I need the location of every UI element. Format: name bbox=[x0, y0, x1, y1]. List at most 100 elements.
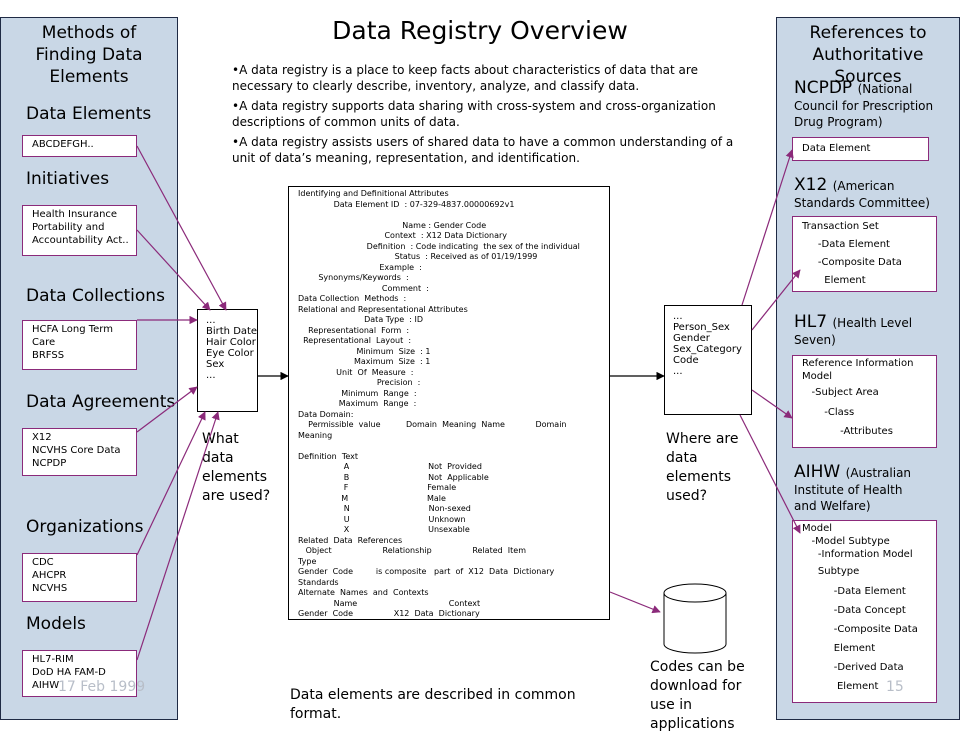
record-line bbox=[298, 210, 600, 221]
record-line: Precision : bbox=[298, 378, 421, 387]
footer-date: 17 Feb 1999 bbox=[58, 679, 146, 695]
left-title-line: Finding Data bbox=[35, 45, 143, 65]
heading-organizations: Organizations bbox=[26, 517, 144, 537]
record-line: Definition Text bbox=[298, 451, 359, 461]
source-box-x12[interactable]: Transaction Set -Data Element -Composite… bbox=[792, 216, 937, 292]
record-line: Data Domain: bbox=[298, 409, 354, 419]
record-line: X Unsexable bbox=[298, 525, 470, 534]
heading-data-agreements: Data Agreements bbox=[26, 392, 176, 412]
record-line: Object Relationship Related Item bbox=[298, 546, 527, 555]
caption-line: data bbox=[202, 450, 234, 466]
source-desc: Council for Prescription bbox=[794, 99, 934, 113]
source-item: -Data Concept bbox=[802, 605, 906, 616]
record-line: Meaning bbox=[298, 430, 333, 440]
record-line: Unit Of Measure : bbox=[298, 367, 414, 377]
right-panel-title: References to Authoritative Sources bbox=[777, 22, 959, 88]
source-box-hl7[interactable]: Reference Information Model -Subject Are… bbox=[792, 355, 937, 448]
method-box-data-elements[interactable]: ABCDEFGH.. bbox=[22, 135, 137, 157]
bullet-text: •A data registry supports data sharing w… bbox=[232, 99, 716, 129]
connector-line bbox=[609, 591, 661, 614]
record-line: Gender Code X12 Data Dictionary bbox=[298, 609, 480, 618]
where-elements-caption: Where are data elements used? bbox=[666, 430, 738, 506]
heading-initiatives: Initiatives bbox=[26, 169, 110, 189]
record-line: Identifying and Definitional Attributes bbox=[298, 189, 449, 198]
page-title: Data Registry Overview bbox=[332, 16, 628, 45]
source-desc: Standards Committee) bbox=[794, 196, 930, 210]
element-line: ... bbox=[673, 366, 683, 377]
usage-elements-box[interactable]: ... Person_Sex Gender Sex_Category Code … bbox=[664, 305, 752, 415]
caption-line: used? bbox=[666, 488, 708, 504]
record-line: Representational Form : bbox=[298, 325, 410, 335]
source-item: Subtype bbox=[802, 566, 860, 577]
source-item: Element bbox=[802, 643, 876, 654]
source-aihw-heading: AIHW (Australian Institute of Health and… bbox=[794, 464, 911, 514]
record-line: U Unknown bbox=[298, 514, 466, 524]
method-item: Care bbox=[32, 337, 56, 348]
record-line: Type bbox=[298, 556, 317, 566]
method-item: HL7-RIM bbox=[32, 654, 74, 665]
source-item: -Composite Data bbox=[802, 257, 902, 268]
record-line: Related Data References bbox=[298, 535, 403, 545]
heading-data-elements: Data Elements bbox=[26, 104, 152, 124]
source-item: -Data Element bbox=[802, 239, 890, 250]
source-item: Element bbox=[802, 275, 866, 286]
record-line: Gender Code is composite part of X12 Dat… bbox=[298, 567, 555, 576]
source-item: -Model Subtype bbox=[802, 536, 890, 547]
method-item: Health Insurance bbox=[32, 209, 118, 220]
source-item: Model bbox=[802, 371, 833, 382]
method-box-organizations[interactable]: CDC AHCPR NCVHS bbox=[22, 553, 137, 602]
element-line: Sex_Category bbox=[673, 344, 742, 355]
method-box-data-agreements[interactable]: X12 NCVHS Core Data NCPDP bbox=[22, 428, 137, 476]
record-line: Minimum Size : 1 bbox=[298, 346, 431, 356]
method-item: ABCDEFGH.. bbox=[32, 139, 94, 150]
heading-models: Models bbox=[26, 614, 86, 634]
method-item: CDC bbox=[32, 557, 54, 568]
record-line bbox=[298, 441, 600, 452]
left-title-line: Methods of bbox=[41, 23, 137, 43]
caption-line: use in bbox=[650, 697, 692, 713]
method-box-initiatives[interactable]: Health Insurance Portability and Account… bbox=[22, 205, 137, 256]
source-x12-heading: X12 (American Standards Committee) bbox=[794, 177, 930, 211]
what-elements-caption: What data elements are used? bbox=[202, 430, 270, 506]
source-hl7-heading: HL7 (Health Level Seven) bbox=[794, 314, 912, 348]
method-item: BRFSS bbox=[32, 350, 65, 361]
description-bullets: •A data registry is a place to keep fact… bbox=[232, 62, 752, 170]
method-item: NCPDP bbox=[32, 458, 67, 469]
record-line: Alternate Names and Contexts bbox=[298, 588, 429, 597]
element-line: Person_Sex bbox=[673, 322, 730, 333]
caption-line: Codes can be bbox=[650, 659, 745, 675]
record-caption: Data elements are described in common fo… bbox=[290, 687, 576, 722]
source-item: Element bbox=[802, 681, 879, 692]
record-line: Minimum Range : bbox=[298, 388, 417, 398]
bullet-text: •A data registry is a place to keep fact… bbox=[232, 63, 698, 93]
source-item: -Composite Data bbox=[802, 624, 918, 635]
source-box-aihw[interactable]: Model -Model Subtype -Information Model … bbox=[792, 520, 937, 703]
method-item: DoD HA FAM-D bbox=[32, 667, 106, 678]
source-desc: Seven) bbox=[794, 333, 836, 347]
caption-line: are used? bbox=[202, 488, 271, 504]
method-item: AHCPR bbox=[32, 570, 67, 581]
right-title-line: References to bbox=[809, 23, 927, 43]
source-desc: (Health Level bbox=[832, 316, 913, 330]
source-item: Model bbox=[802, 523, 833, 534]
method-box-models[interactable]: HL7-RIM DoD HA FAM-D AIHW bbox=[22, 650, 137, 697]
record-line: Relational and Representational Attribut… bbox=[298, 304, 468, 314]
record-line: Data Collection Methods : bbox=[298, 294, 407, 303]
source-ncpdp-heading: NCPDP (National Council for Prescription… bbox=[794, 80, 933, 130]
record-line: Maximum Size : 1 bbox=[298, 357, 431, 366]
source-name: HL7 bbox=[794, 312, 828, 332]
page-number: 15 bbox=[886, 679, 904, 695]
source-item: Transaction Set bbox=[802, 221, 879, 232]
method-box-data-collections[interactable]: HCFA Long Term Care BRFSS bbox=[22, 320, 137, 370]
caption-line: data bbox=[666, 450, 698, 466]
record-line: Data Element ID : 07-329-4837.00000692v1 bbox=[298, 199, 515, 209]
right-title-line: Authoritative Sources bbox=[812, 45, 924, 87]
source-item: -Class bbox=[802, 407, 855, 418]
caption-line: download for bbox=[650, 678, 742, 694]
source-item: -Derived Data bbox=[802, 662, 904, 673]
source-box-ncpdp[interactable]: Data Element bbox=[792, 137, 929, 161]
source-item: Reference Information bbox=[802, 358, 914, 369]
data-elements-box[interactable]: ... Birth Date Hair Color Eye Color Sex … bbox=[197, 309, 258, 412]
database-icon bbox=[663, 583, 727, 654]
record-line: Status : Received as of 01/19/1999 bbox=[298, 252, 538, 261]
